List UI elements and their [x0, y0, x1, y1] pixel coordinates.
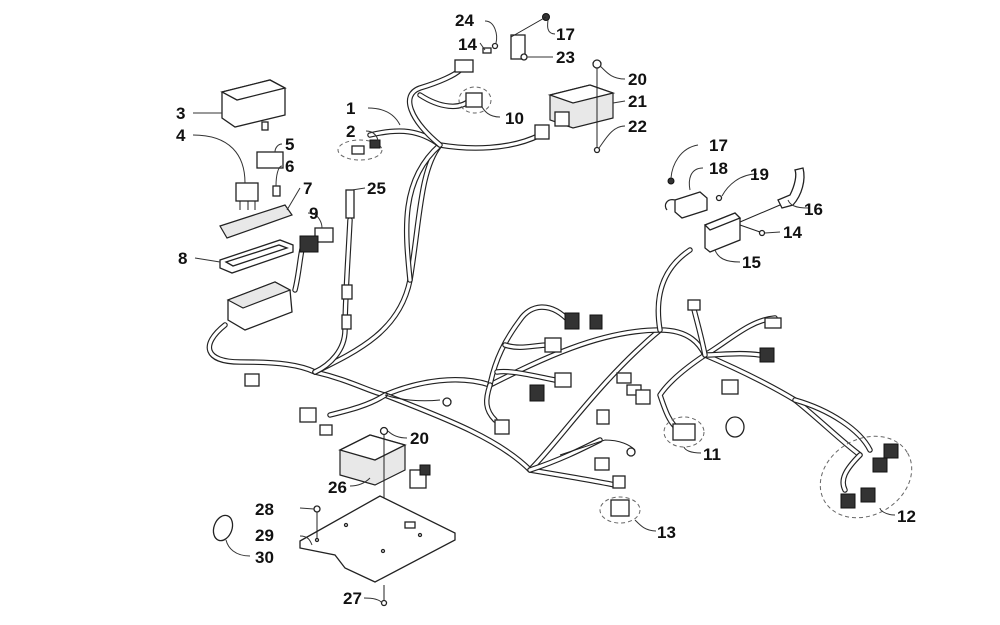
callout-15[interactable]: 15 — [742, 253, 761, 272]
part-connector-cap[interactable] — [299, 227, 334, 253]
part-connector-13[interactable] — [594, 409, 641, 524]
part-hose-clamp[interactable] — [210, 513, 236, 544]
part-mid-connectors[interactable] — [494, 312, 603, 435]
callout-22[interactable]: 22 — [628, 117, 647, 136]
callout-28[interactable]: 28 — [255, 500, 274, 519]
part-connector-group-4[interactable] — [805, 420, 926, 534]
part-fuse-label-sheet[interactable] — [219, 204, 293, 239]
callout-25[interactable]: 25 — [367, 179, 386, 198]
part-spark-plug-cap[interactable] — [777, 167, 805, 209]
callout-12[interactable]: 12 — [897, 507, 916, 526]
part-fuse-box-base[interactable] — [226, 281, 293, 331]
callout-20-top[interactable]: 20 — [628, 70, 647, 89]
callout-10[interactable]: 10 — [505, 109, 524, 128]
part-voltage-regulator[interactable] — [547, 84, 616, 129]
callouts: 1 2 3 4 5 6 7 8 9 10 11 12 13 14 14 15 1… — [176, 11, 916, 608]
part-ecu-mounting-plate[interactable] — [299, 495, 456, 583]
part-screw-bottom[interactable] — [380, 585, 388, 607]
callout-27[interactable]: 27 — [343, 589, 362, 608]
part-screw-top[interactable] — [482, 47, 492, 54]
callout-23[interactable]: 23 — [556, 48, 575, 67]
callout-20-ecu[interactable]: 20 — [410, 429, 429, 448]
callout-30[interactable]: 30 — [255, 548, 274, 567]
part-sensor-bracket[interactable] — [510, 34, 528, 61]
part-fuse[interactable] — [272, 185, 281, 197]
part-screw-small[interactable] — [715, 194, 723, 202]
callout-9[interactable]: 9 — [309, 204, 318, 223]
callout-24[interactable]: 24 — [455, 11, 474, 30]
callout-3[interactable]: 3 — [176, 104, 185, 123]
part-relay-small[interactable] — [256, 151, 284, 169]
callout-14-coil[interactable]: 14 — [783, 223, 802, 242]
part-harness-connector[interactable] — [337, 139, 383, 161]
part-ecu[interactable] — [338, 434, 407, 486]
callout-17-top[interactable]: 17 — [556, 25, 575, 44]
part-nut-coil[interactable] — [667, 177, 675, 185]
callout-7[interactable]: 7 — [303, 179, 312, 198]
callout-26[interactable]: 26 — [328, 478, 347, 497]
part-inline-fuse-holder[interactable] — [341, 189, 355, 330]
part-ecu-connectors[interactable] — [244, 373, 452, 489]
callout-5[interactable]: 5 — [285, 135, 294, 154]
callout-13[interactable]: 13 — [657, 523, 676, 542]
part-fuse-box-cover[interactable] — [220, 79, 287, 131]
part-fuse-box-gasket[interactable] — [219, 239, 294, 274]
part-screw-coil[interactable] — [739, 224, 766, 237]
part-relay[interactable] — [235, 182, 259, 210]
part-right-connectors[interactable] — [616, 299, 782, 405]
callout-29[interactable]: 29 — [255, 526, 274, 545]
part-coil-bracket[interactable] — [664, 191, 708, 219]
callout-17-coil[interactable]: 17 — [709, 136, 728, 155]
callout-2[interactable]: 2 — [346, 122, 355, 141]
part-ignition-coil[interactable] — [703, 204, 781, 253]
part-washer-top[interactable] — [491, 42, 499, 50]
callout-6[interactable]: 6 — [285, 157, 294, 176]
part-nut-top[interactable] — [592, 59, 602, 140]
leader-lines — [192, 19, 896, 604]
callout-11[interactable]: 11 — [703, 445, 721, 464]
callout-4[interactable]: 4 — [176, 126, 186, 145]
callout-1[interactable]: 1 — [346, 99, 355, 118]
callout-21[interactable]: 21 — [628, 92, 647, 111]
callout-18[interactable]: 18 — [709, 159, 728, 178]
part-top-connector[interactable] — [454, 59, 474, 73]
callout-16[interactable]: 16 — [804, 200, 823, 219]
callout-19[interactable]: 19 — [750, 165, 769, 184]
part-nut-top-right[interactable] — [510, 13, 550, 38]
part-regulator-connector[interactable] — [534, 124, 550, 140]
part-screw-regulator[interactable] — [593, 135, 601, 154]
callout-14-top[interactable]: 14 — [458, 35, 477, 54]
part-connector-group[interactable] — [458, 86, 492, 114]
part-diagnostic-connector[interactable] — [663, 416, 745, 448]
callout-8[interactable]: 8 — [178, 249, 187, 268]
